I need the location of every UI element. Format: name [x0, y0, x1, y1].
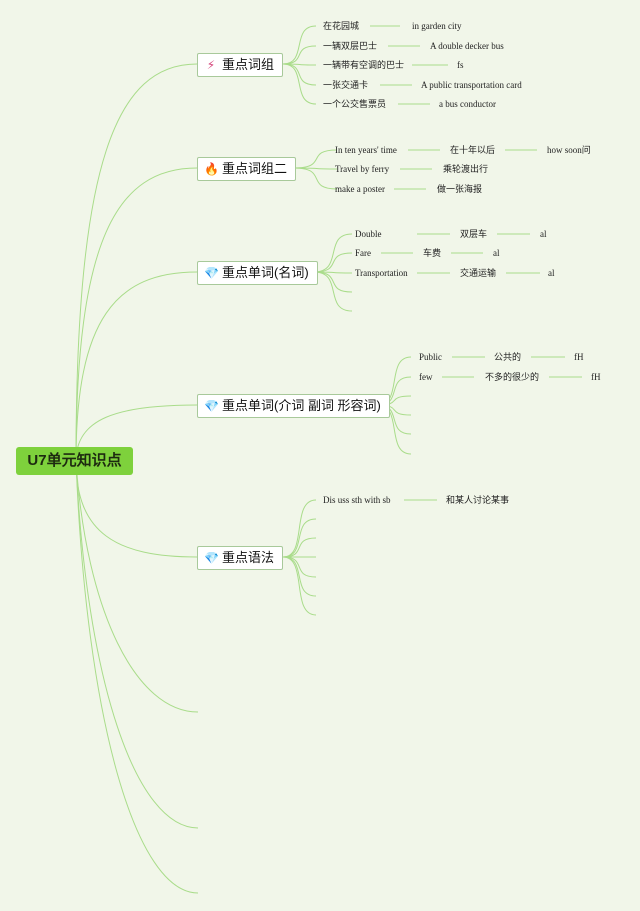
leaf-text: A public transportation card	[421, 80, 522, 90]
topic-key-phrases[interactable]: ⚡ 重点词组	[197, 53, 284, 77]
connector-line	[293, 167, 338, 170]
leaf-text: make a poster	[335, 184, 385, 194]
connector-line	[282, 537, 317, 558]
leaf-text: 公共的	[494, 352, 522, 362]
connector-line	[293, 149, 338, 169]
leaf-text: 一张交通卡	[323, 80, 369, 90]
topic-label: 重点词组	[222, 57, 275, 72]
topic-key-words-other[interactable]: 💎重点单词(介词 副词 形容词)	[197, 394, 390, 418]
leaf-text: Travel by ferry	[335, 164, 390, 174]
leaf-text: al	[548, 268, 555, 278]
connector-line	[75, 460, 199, 713]
connector-line	[282, 499, 317, 558]
leaf-text: Transportation	[355, 268, 408, 278]
connector-line	[313, 233, 353, 273]
gem-icon: 💎	[204, 266, 219, 280]
root-node[interactable]: U7单元知识点	[16, 447, 133, 475]
connector-line	[75, 460, 198, 558]
connector-line	[75, 460, 199, 829]
leaf-text: in garden city	[412, 21, 462, 31]
topic-label: 重点单词(名词)	[222, 265, 309, 280]
leaf-text: 一个公交售票员	[323, 99, 387, 109]
topic-key-grammar[interactable]: 💎重点语法	[197, 546, 284, 570]
connector-line	[282, 63, 317, 86]
leaf-text: 一辆带有空调的巴士	[323, 60, 405, 70]
topic-key-nouns[interactable]: 💎重点单词(名词)	[197, 261, 318, 285]
leaf-text: al	[540, 229, 547, 239]
connector-line	[282, 556, 317, 616]
connector-line	[313, 271, 353, 293]
leaf-text: Dis uss sth with sb	[323, 495, 391, 505]
leaf-text: 一辆双层巴士	[323, 41, 378, 51]
connector-line	[282, 556, 317, 578]
magic-wand-icon: ⚡	[206, 58, 216, 72]
leaf-text: how soon问	[547, 145, 591, 155]
gem-icon: 💎	[204, 399, 219, 413]
connector-line	[313, 271, 353, 312]
connector-line	[313, 252, 353, 273]
leaf-text: 在十年以后	[450, 145, 496, 155]
leaf-text: 交通运输	[460, 268, 497, 278]
leaf-text: A double decker bus	[430, 41, 504, 51]
leaf-text: 不多的很少的	[485, 372, 540, 382]
connector-line	[75, 167, 198, 462]
leaf-text: 双层车	[460, 229, 488, 239]
leaf-text: Fare	[355, 248, 371, 258]
connector-line	[282, 25, 317, 65]
topic-label: 重点词组二	[222, 161, 288, 176]
connector-line	[293, 167, 338, 190]
connector-line	[282, 63, 317, 105]
connector-line	[282, 518, 317, 558]
leaf-text: Public	[419, 352, 443, 362]
leaf-text: 乘轮渡出行	[443, 164, 489, 174]
leaf-text: 车费	[423, 248, 442, 258]
leaf-text: 在花园城	[323, 21, 360, 31]
gem-icon: 💎	[204, 551, 219, 565]
leaf-text: al	[493, 248, 500, 258]
leaf-text: fs	[457, 60, 464, 70]
topic-label: 重点单词(介词 副词 形容词)	[222, 398, 381, 413]
leaf-text: In ten years' time	[335, 145, 397, 155]
leaf-text: 和某人讨论某事	[446, 495, 510, 505]
fire-icon: 🔥	[204, 162, 219, 176]
leaf-text: fH	[591, 372, 601, 382]
connector-line	[75, 271, 198, 462]
leaf-text: 做一张海报	[437, 184, 483, 194]
leaf-text: few	[419, 372, 433, 382]
leaf-text: a bus conductor	[439, 99, 496, 109]
leaf-text: Double	[355, 229, 382, 239]
connector-line	[75, 460, 199, 894]
topic-key-phrases-two[interactable]: 🔥重点词组二	[197, 157, 297, 181]
topic-label: 重点语法	[222, 550, 275, 565]
connector-line	[75, 63, 198, 462]
leaf-text: fH	[574, 352, 584, 362]
connector-line	[282, 45, 317, 65]
